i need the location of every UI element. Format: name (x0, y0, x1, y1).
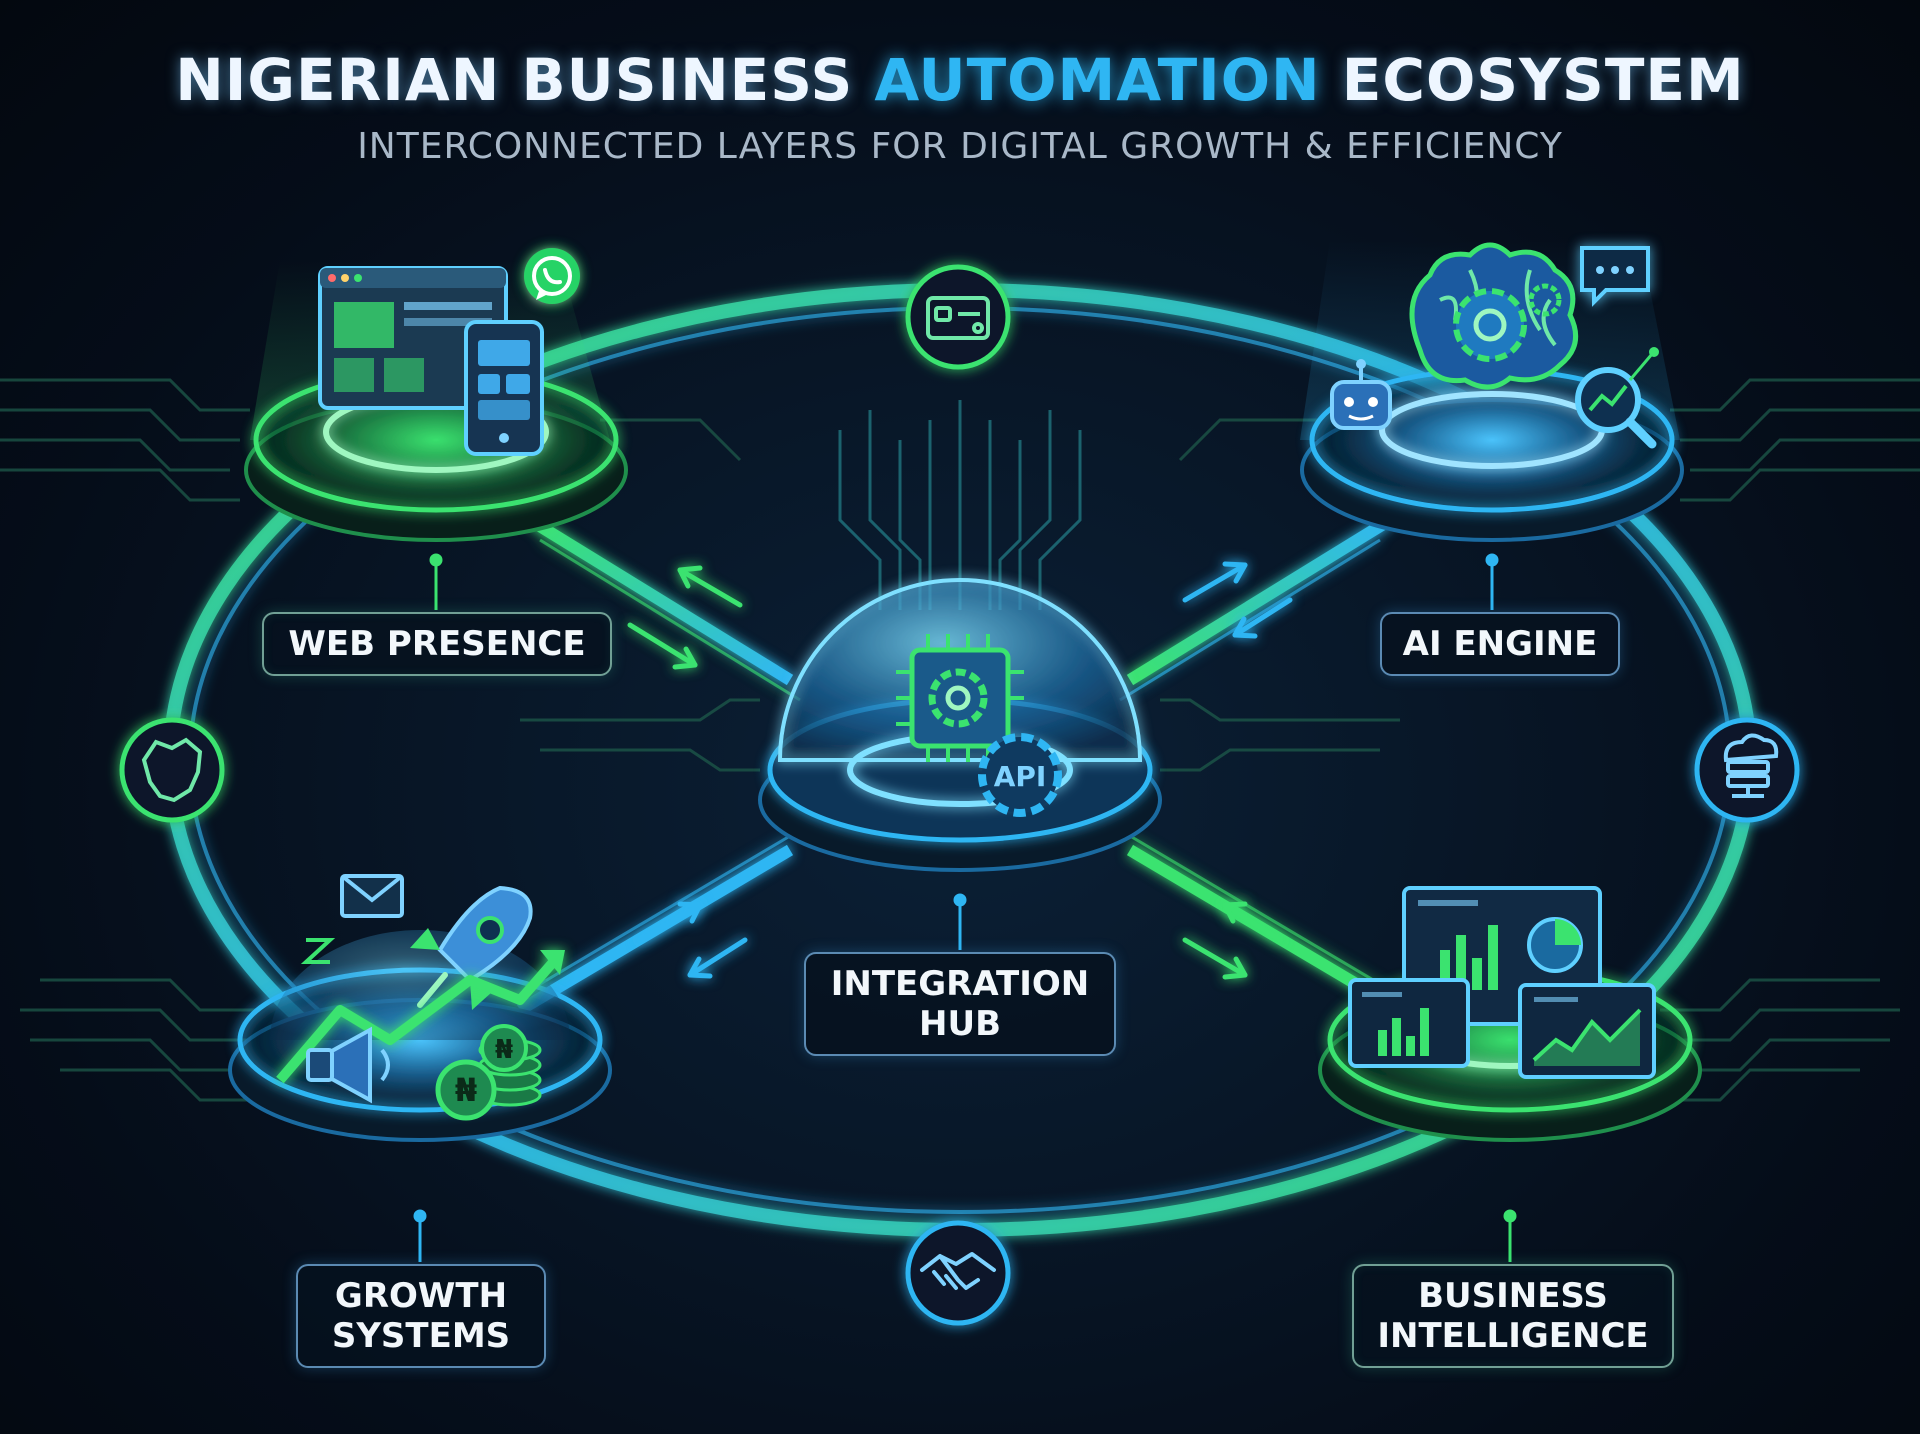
ring-icon-card (905, 264, 1011, 370)
arrow-icon (677, 565, 743, 608)
integration-hub-label-text: INTEGRATION HUB (830, 964, 1090, 1044)
circuit-traces (0, 378, 1920, 1102)
arrow-icon (687, 937, 748, 979)
cloud-server-icon (1723, 733, 1779, 798)
chat-bubble-icon (1580, 246, 1650, 307)
nigeria-map-icon (141, 737, 203, 803)
magnifier-chart-icon (1575, 347, 1659, 449)
arrow-icon (1232, 597, 1293, 639)
ring-icon-handshake (905, 1220, 1011, 1326)
ring-icon-map (119, 717, 225, 823)
api-gear-icon: API (978, 733, 1062, 817)
ai-engine-node (1300, 240, 1684, 542)
business-intelligence-label: BUSINESS INTELLIGENCE (1352, 1264, 1674, 1368)
business-intelligence-label-text: BUSINESS INTELLIGENCE (1377, 1276, 1649, 1356)
gear-icon (1528, 283, 1562, 317)
integration-hub-node: API (758, 578, 1162, 872)
naira-symbol: ₦ (455, 1071, 477, 1109)
line-chart-icon (1518, 983, 1656, 1079)
gear-icon (928, 668, 988, 728)
naira-coin-icon: ₦ ₦ (435, 1024, 542, 1121)
api-label: API (994, 760, 1047, 793)
growth-systems-label: GROWTH SYSTEMS (296, 1264, 546, 1368)
ai-engine-label: AI ENGINE (1380, 612, 1620, 676)
arrow-icon (1182, 937, 1248, 980)
rocket-icon (410, 885, 533, 1010)
integration-hub-label: INTEGRATION HUB (804, 952, 1116, 1056)
flow-arrows (627, 561, 1293, 980)
robot-icon (1330, 359, 1392, 430)
arrow-icon (637, 901, 703, 943)
title-accent: AUTOMATION (874, 46, 1321, 114)
page-subtitle: INTERCONNECTED LAYERS FOR DIGITAL GROWTH… (357, 126, 1563, 167)
ai-engine-label-text: AI ENGINE (1402, 624, 1598, 664)
title-part-1: NIGERIAN BUSINESS (175, 46, 875, 114)
business-intelligence-node (1318, 886, 1702, 1142)
growth-systems-label-text: GROWTH SYSTEMS (331, 1276, 511, 1356)
gear-icon (1453, 288, 1527, 362)
page-title: NIGERIAN BUSINESS AUTOMATION ECOSYSTEM (0, 46, 1920, 114)
naira-symbol: ₦ (495, 1035, 513, 1065)
browser-window-icon (318, 266, 508, 410)
trend-arrow-icon (276, 950, 565, 1084)
web-presence-label-text: WEB PRESENCE (288, 624, 586, 664)
ring-icon-cloud (1694, 717, 1800, 823)
handshake-icon (920, 1252, 996, 1290)
whatsapp-icon (524, 248, 580, 304)
title-part-2: ECOSYSTEM (1320, 46, 1745, 114)
web-presence-label: WEB PRESENCE (262, 612, 612, 676)
hourglass-icon (300, 938, 336, 964)
megaphone-icon (306, 1026, 390, 1104)
pie-chart-icon (1527, 917, 1583, 973)
label-connectors (413, 553, 1517, 1262)
web-presence-node (244, 248, 628, 542)
microchip-icon (896, 634, 1024, 762)
arrow-icon (1182, 561, 1248, 603)
envelope-icon (340, 874, 404, 918)
arrow-icon (1222, 901, 1283, 943)
credit-card-icon (926, 296, 990, 340)
growth-systems-node: ₦ ₦ (228, 874, 612, 1142)
dashboard-bar-chart-icon (1348, 978, 1470, 1068)
smartphone-icon (464, 320, 544, 456)
arrow-icon (627, 622, 698, 670)
